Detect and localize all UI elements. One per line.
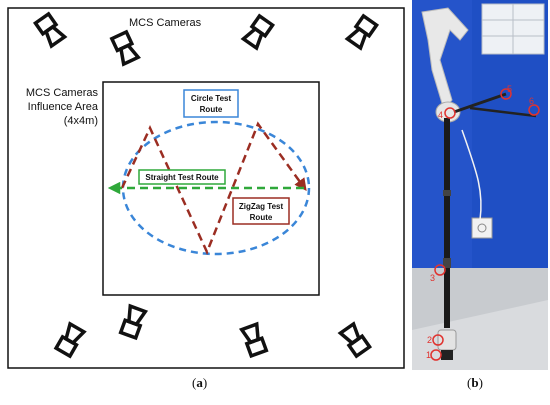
circle-route-label-box (183, 89, 239, 118)
marker-circle-2 (432, 334, 444, 346)
marker-circle-4 (444, 107, 456, 119)
straight-route-label: Straight Test Route (145, 173, 219, 182)
zigzag-route-label-line-2: Route (250, 213, 273, 222)
marker-label-1: 1 (426, 350, 431, 360)
area-label-line-2: Influence Area (28, 101, 99, 113)
wall-socket (471, 217, 493, 239)
panel-a-diagram: MCS Cameras MCS Cameras Influence Area (… (7, 7, 405, 390)
camera-icon (109, 29, 141, 67)
crutch-shaft (444, 118, 450, 328)
marker-label-2: 2 (427, 335, 432, 345)
setup-diagram-svg: MCS Cameras MCS Cameras Influence Area (… (7, 7, 405, 369)
camera-icon (337, 321, 373, 359)
camera-icon (238, 321, 269, 359)
circle-route-label-line-2: Route (200, 105, 223, 114)
camera-icon (344, 13, 380, 51)
caption-a: (a) (192, 375, 208, 390)
marker-label-5: 5 (507, 84, 512, 94)
marker-circle-1 (430, 349, 442, 361)
circle-route-path (121, 120, 311, 256)
circle-route-label-line-1: Circle Test (191, 94, 232, 103)
marker-circle-6 (528, 104, 540, 116)
marker-circle-3 (434, 264, 446, 276)
camera-icon (240, 13, 276, 51)
camera-icon (118, 303, 149, 341)
crutch-photo-svg: 1 2 3 4 5 6 (412, 0, 548, 370)
area-label-line-1: MCS Cameras (26, 87, 99, 99)
zigzag-route-label-line-1: ZigZag Test (239, 202, 284, 211)
socket-hole (477, 223, 487, 233)
zigzag-route-label-box (232, 197, 290, 225)
area-label-line-3: (4x4m) (64, 115, 98, 127)
influence-area-square (102, 81, 320, 296)
camera-icon (53, 321, 87, 359)
zigzag-route-path (120, 121, 307, 256)
marker-arm (469, 106, 537, 118)
marker-label-4: 4 (438, 110, 443, 120)
cable (461, 129, 482, 221)
marker-label-6: 6 (529, 96, 534, 106)
cameras-label: MCS Cameras (129, 17, 202, 29)
panel-b-photo: 1 2 3 4 5 6 (b) (410, 0, 550, 400)
shaft-clip (443, 190, 451, 196)
marker-label-3: 3 (430, 273, 435, 283)
outer-frame (7, 7, 405, 369)
crutch-cuff (421, 7, 469, 112)
crutch-tip (437, 329, 457, 351)
crutch-foot (441, 350, 453, 360)
caption-b: (b) (467, 375, 483, 390)
shaft-clip (443, 258, 451, 268)
straight-route-label-box (138, 169, 226, 185)
camera-icon (32, 11, 68, 49)
marker-arm (453, 92, 507, 114)
marker-circle-5 (500, 88, 512, 100)
